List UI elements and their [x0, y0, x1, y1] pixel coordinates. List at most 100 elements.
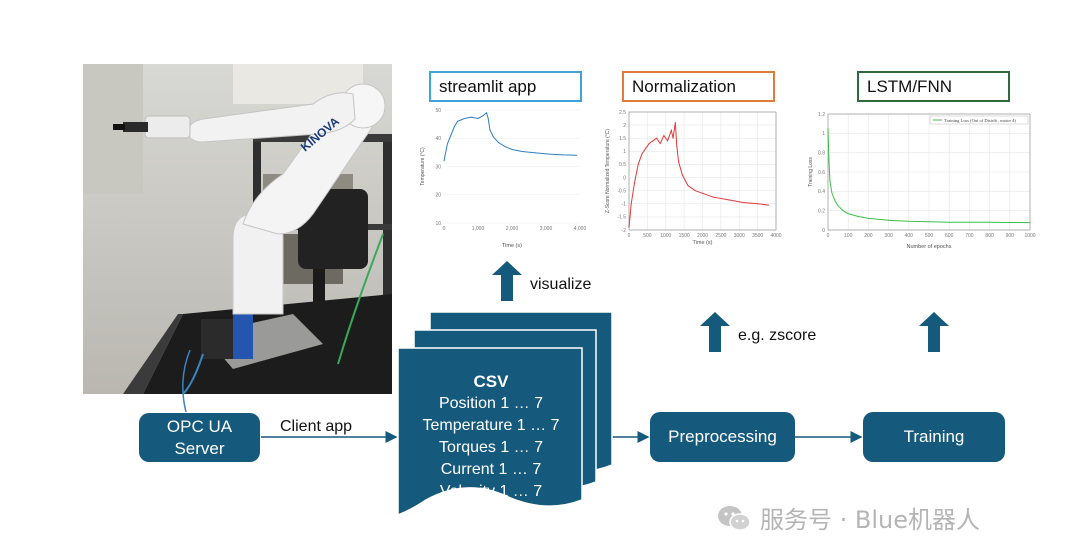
data-point	[667, 140, 669, 142]
data-point	[857, 215, 859, 217]
data-point	[702, 192, 703, 194]
data-point	[847, 213, 849, 215]
data-point	[486, 112, 487, 114]
x-tick-label: 1000	[660, 233, 671, 239]
data-point	[713, 196, 715, 198]
x-axis-label: Time (s)	[502, 243, 522, 249]
data-point	[656, 137, 658, 139]
data-point	[676, 145, 678, 147]
data-point	[768, 204, 770, 206]
data-point	[834, 200, 836, 202]
data-point	[562, 154, 564, 156]
y-tick-label: 50	[435, 108, 441, 114]
x-axis-label: Number of epochs	[907, 244, 952, 250]
data-point	[457, 120, 459, 122]
y-tick-label: 2	[623, 123, 626, 129]
visualize-arrow	[492, 261, 522, 301]
data-point	[637, 163, 639, 165]
zscore-arrow	[700, 312, 730, 352]
data-point	[968, 221, 970, 223]
preprocessing-label: Preprocessing	[668, 427, 777, 446]
data-point	[497, 141, 499, 143]
data-point	[645, 148, 647, 150]
data-point	[727, 199, 729, 201]
data-point	[652, 140, 654, 142]
data-point	[634, 182, 636, 184]
data-point	[576, 154, 578, 156]
x-tick-label: 400	[905, 233, 914, 239]
data-point	[504, 146, 506, 148]
y-tick-label: -1	[622, 202, 627, 208]
x-tick-label: 1,000	[472, 226, 485, 232]
data-point	[492, 136, 494, 138]
y-tick-label: -1.5	[617, 215, 626, 221]
data-point	[641, 153, 643, 155]
lstm-title: LSTM/FNN	[867, 76, 952, 96]
training-label: Training	[903, 427, 965, 446]
data-point	[443, 160, 445, 162]
opc-ua-server-box: OPC UA Server	[139, 413, 260, 462]
lstm-title-box: LSTM/FNN	[857, 71, 1010, 102]
data-point	[1029, 222, 1031, 224]
data-point	[453, 126, 455, 128]
data-point	[511, 149, 513, 151]
data-point	[837, 205, 839, 207]
y-tick-label: 0.4	[818, 189, 825, 195]
y-tick-label: 2.5	[619, 110, 626, 116]
x-tick-label: 4,000	[574, 226, 587, 232]
data-point	[521, 151, 523, 153]
x-tick-label: 1500	[679, 233, 690, 239]
y-tick-label: 20	[435, 193, 441, 199]
csv-row: Velocity 1 … 7	[439, 483, 543, 500]
y-tick-label: 30	[435, 164, 441, 170]
streamlit-title-box: streamlit app	[429, 71, 582, 102]
x-tick-label: 3,000	[540, 226, 553, 232]
x-tick-label: 0	[827, 233, 830, 239]
visualize-label: visualize	[530, 276, 592, 293]
training-arrow	[919, 312, 949, 352]
csv-title: CSV	[473, 372, 509, 391]
x-tick-label: 500	[925, 233, 934, 239]
y-tick-label: 0	[623, 175, 626, 181]
data-point	[446, 143, 448, 145]
x-tick-label: 200	[864, 233, 873, 239]
x-tick-label: 100	[844, 233, 853, 239]
x-tick-label: 700	[965, 233, 974, 239]
data-point	[828, 161, 830, 163]
wechat-icon	[718, 505, 751, 531]
streamlit-title: streamlit app	[439, 76, 537, 96]
data-point	[908, 220, 910, 222]
data-point	[659, 142, 661, 144]
y-tick-label: 0	[822, 228, 825, 234]
legend-box	[929, 115, 1029, 125]
csv-content: CSV Position 1 … 7 Temperature 1 … 7 Tor…	[398, 371, 584, 503]
data-point	[1009, 221, 1011, 223]
plot-frame	[827, 113, 1031, 231]
data-point	[842, 210, 844, 212]
x-tick-label: 900	[1006, 233, 1015, 239]
data-point	[742, 201, 744, 203]
robot-photo: KINOVA	[83, 64, 392, 394]
csv-document-stack	[397, 311, 613, 517]
x-tick-label: 0	[443, 226, 446, 232]
y-tick-label: 0.8	[818, 150, 825, 156]
plot-frame	[628, 111, 777, 231]
csv-row: Position 1 … 7	[438, 395, 544, 412]
x-tick-label: 3000	[734, 233, 745, 239]
csv-row: Temperature 1 … 7	[422, 417, 560, 434]
server-line1: OPC UA	[166, 416, 233, 436]
data-point	[535, 152, 537, 154]
x-tick-label: 4000	[770, 233, 781, 239]
watermark: 服务号 · Blue机器人	[716, 500, 980, 535]
watermark-text: 服务号 · Blue机器人	[760, 506, 980, 534]
training-box: Training	[863, 412, 1005, 462]
y-tick-label: 1	[822, 131, 825, 137]
y-tick-label: 1	[623, 149, 626, 155]
data-point	[694, 190, 696, 192]
zscore-label: e.g. zscore	[738, 327, 817, 344]
data-point	[463, 117, 465, 119]
x-tick-label: 600	[945, 233, 954, 239]
